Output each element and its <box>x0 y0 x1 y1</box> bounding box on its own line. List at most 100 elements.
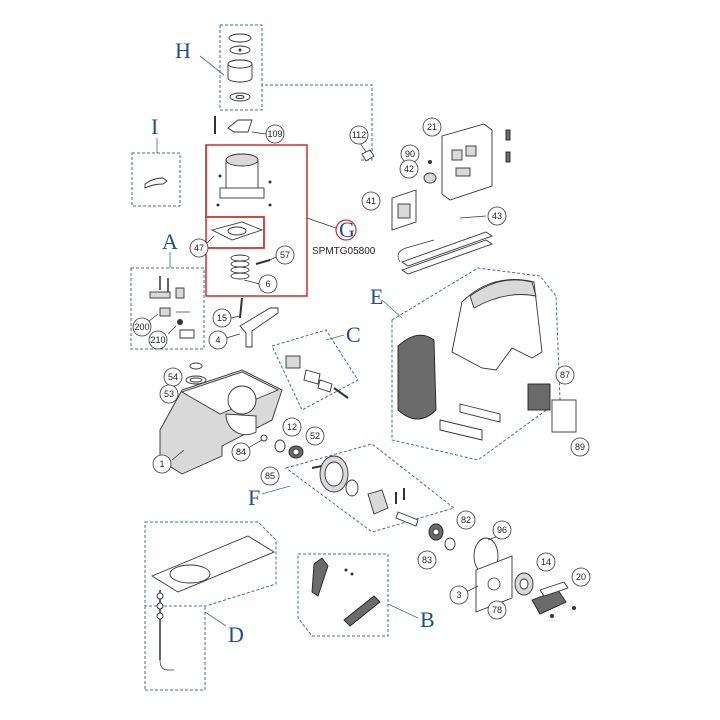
group-h: H <box>175 24 373 161</box>
callout-84: 84 <box>231 442 251 462</box>
release-lever-part <box>239 307 279 348</box>
svg-text:14: 14 <box>541 557 551 567</box>
group-i: I <box>131 114 181 207</box>
part-code-label: SPMTG05800 <box>312 246 376 257</box>
callout-12: 12 <box>282 417 302 437</box>
group-label-b: B <box>420 607 435 632</box>
group-f-box <box>284 443 456 533</box>
callout-89: 89 <box>570 437 590 457</box>
svg-text:53: 53 <box>164 389 174 399</box>
callout-6: 6 <box>258 274 278 294</box>
svg-text:78: 78 <box>492 605 502 615</box>
svg-text:112: 112 <box>352 130 366 140</box>
callout-200: 200 <box>132 317 152 337</box>
svg-text:47: 47 <box>194 243 204 253</box>
base-plate-part <box>151 535 275 593</box>
group-d: D <box>144 521 277 691</box>
group-label-f: F <box>248 485 260 510</box>
control-unit <box>391 123 511 275</box>
cover-plate-part <box>475 555 513 613</box>
svg-text:6: 6 <box>265 279 270 289</box>
svg-text:109: 109 <box>267 129 282 139</box>
disc-part <box>228 33 252 43</box>
svg-text:15: 15 <box>217 313 227 323</box>
svg-text:89: 89 <box>575 442 585 452</box>
screw-part <box>255 259 271 265</box>
svg-text:90: 90 <box>405 149 415 159</box>
callout-85: 85 <box>260 466 280 486</box>
svg-text:54: 54 <box>168 372 178 382</box>
group-a: A <box>130 229 205 350</box>
group-label-a: A <box>162 229 178 254</box>
connector-part <box>179 329 195 339</box>
callout-15: 15 <box>212 308 232 328</box>
callout-57: 57 <box>275 245 295 265</box>
grille-part <box>527 383 551 411</box>
terminal-part <box>149 291 171 299</box>
callout-87: 87 <box>555 365 575 385</box>
gearbox-housing <box>159 369 283 475</box>
group-label-h: H <box>175 38 191 63</box>
callout-43: 43 <box>487 206 507 226</box>
callout-47: 47 <box>189 238 209 258</box>
group-label-g: G <box>339 217 355 242</box>
group-b-box <box>297 553 389 637</box>
svg-text:57: 57 <box>280 250 290 260</box>
spring-part <box>230 254 250 280</box>
control-board-part <box>441 123 493 201</box>
group-h-box <box>220 24 373 161</box>
svg-text:3: 3 <box>456 590 461 600</box>
callout-90: 90 <box>400 144 420 164</box>
svg-text:83: 83 <box>422 555 432 565</box>
svg-text:87: 87 <box>560 370 570 380</box>
group-label-d: D <box>228 622 244 647</box>
cable-clamp-part <box>311 557 329 597</box>
callout-21: 21 <box>422 117 442 137</box>
group-label-i: I <box>151 114 158 139</box>
group-c: C <box>271 322 361 411</box>
callout-83: 83 <box>417 550 437 570</box>
callout-112: 112 <box>349 125 369 145</box>
callout-96: 96 <box>492 520 512 540</box>
group-e-box <box>391 267 561 461</box>
callout-78: 78 <box>487 600 507 620</box>
svg-text:43: 43 <box>492 211 502 221</box>
group-b: B <box>297 553 435 637</box>
svg-text:1: 1 <box>159 459 164 469</box>
front-cover-part <box>397 334 437 420</box>
callout-1: 1 <box>152 454 172 474</box>
svg-text:52: 52 <box>310 431 320 441</box>
sensor-part <box>285 355 301 369</box>
callout-3: 3 <box>449 585 469 605</box>
svg-text:41: 41 <box>366 196 376 206</box>
svg-text:42: 42 <box>404 164 414 174</box>
group-i-box <box>131 152 181 207</box>
key-part <box>144 177 168 189</box>
svg-text:82: 82 <box>461 515 471 525</box>
group-label-c: C <box>346 322 361 347</box>
clip-part <box>361 149 375 162</box>
washer-part <box>260 434 268 442</box>
group-f: F <box>248 443 456 533</box>
svg-text:20: 20 <box>576 572 586 582</box>
callout-82: 82 <box>456 510 476 530</box>
group-a-box <box>130 267 205 350</box>
svg-text:12: 12 <box>287 422 297 432</box>
callout-41: 41 <box>361 191 381 211</box>
group-e: E <box>370 267 561 461</box>
callout-54: 54 <box>163 367 183 387</box>
svg-text:85: 85 <box>265 471 275 481</box>
svg-text:4: 4 <box>215 335 220 345</box>
svg-text:210: 210 <box>150 335 165 345</box>
callout-210: 210 <box>148 330 168 350</box>
svg-text:200: 200 <box>134 322 149 332</box>
bracket-part <box>227 119 253 133</box>
callout-14: 14 <box>536 552 556 572</box>
callout-42: 42 <box>399 159 419 179</box>
callout-52: 52 <box>305 426 325 446</box>
rail-part <box>401 231 493 267</box>
group-g: G SPMTG05800 <box>205 144 376 297</box>
group-label-e: E <box>370 284 383 309</box>
callout-4: 4 <box>208 330 228 350</box>
